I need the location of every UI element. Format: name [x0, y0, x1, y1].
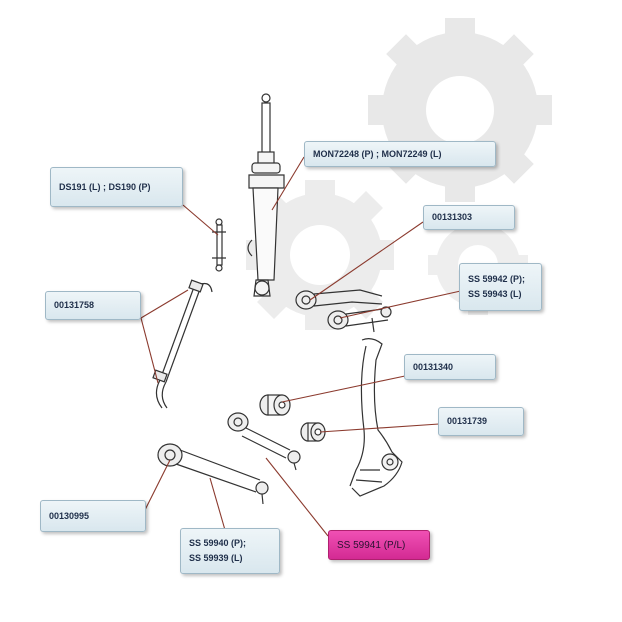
label-00131758-text: 00131758 — [54, 300, 95, 310]
label-ss59941: SS 59941 (P/L) — [328, 530, 430, 560]
stabilizer-bar — [152, 279, 213, 409]
upper-control-arms — [295, 289, 392, 333]
stabilizer-link — [212, 218, 226, 272]
label-ds191: DS191 (L) ; DS190 (P) — [50, 167, 183, 207]
label-ss59941-text: SS 59941 (P/L) — [337, 539, 406, 551]
lower-control-arm — [157, 443, 269, 505]
label-ss59939-text: SS 59939 (L) — [189, 553, 243, 563]
label-ss59940-text: SS 59940 (P); — [189, 538, 247, 548]
tension-strut — [227, 412, 301, 471]
watermark-gear-large-icon — [368, 18, 552, 202]
label-mon72248-text: MON72248 (P) ; MON72249 (L) — [313, 148, 442, 159]
label-ss59940: SS 59940 (P); SS 59939 (L) — [180, 528, 280, 574]
label-00131340-text: 00131340 — [413, 361, 454, 372]
label-00130995: 00130995 — [40, 500, 146, 532]
label-00131739-text: 00131739 — [447, 416, 488, 426]
leader-lines — [140, 156, 466, 537]
label-ds191-text: DS191 (L) ; DS190 (P) — [59, 181, 151, 192]
label-00131758: 00131758 — [45, 291, 141, 320]
label-00130995-text: 00130995 — [49, 510, 90, 521]
watermark-gear-medium-icon — [246, 180, 394, 330]
label-00131303-text: 00131303 — [432, 212, 473, 222]
steering-knuckle — [349, 338, 403, 497]
label-00131739: 00131739 — [438, 407, 524, 436]
shock-absorber — [247, 93, 285, 297]
label-00131340: 00131340 — [404, 354, 496, 380]
label-ss59942: SS 59942 (P); SS 59943 (L) — [459, 263, 542, 311]
label-mon72248: MON72248 (P) ; MON72249 (L) — [304, 141, 496, 167]
label-ss59943-text: SS 59943 (L) — [468, 289, 522, 299]
bushing-00131340 — [259, 394, 291, 416]
label-00131303: 00131303 — [423, 205, 515, 230]
label-ss59942-text: SS 59942 (P); — [468, 274, 526, 284]
